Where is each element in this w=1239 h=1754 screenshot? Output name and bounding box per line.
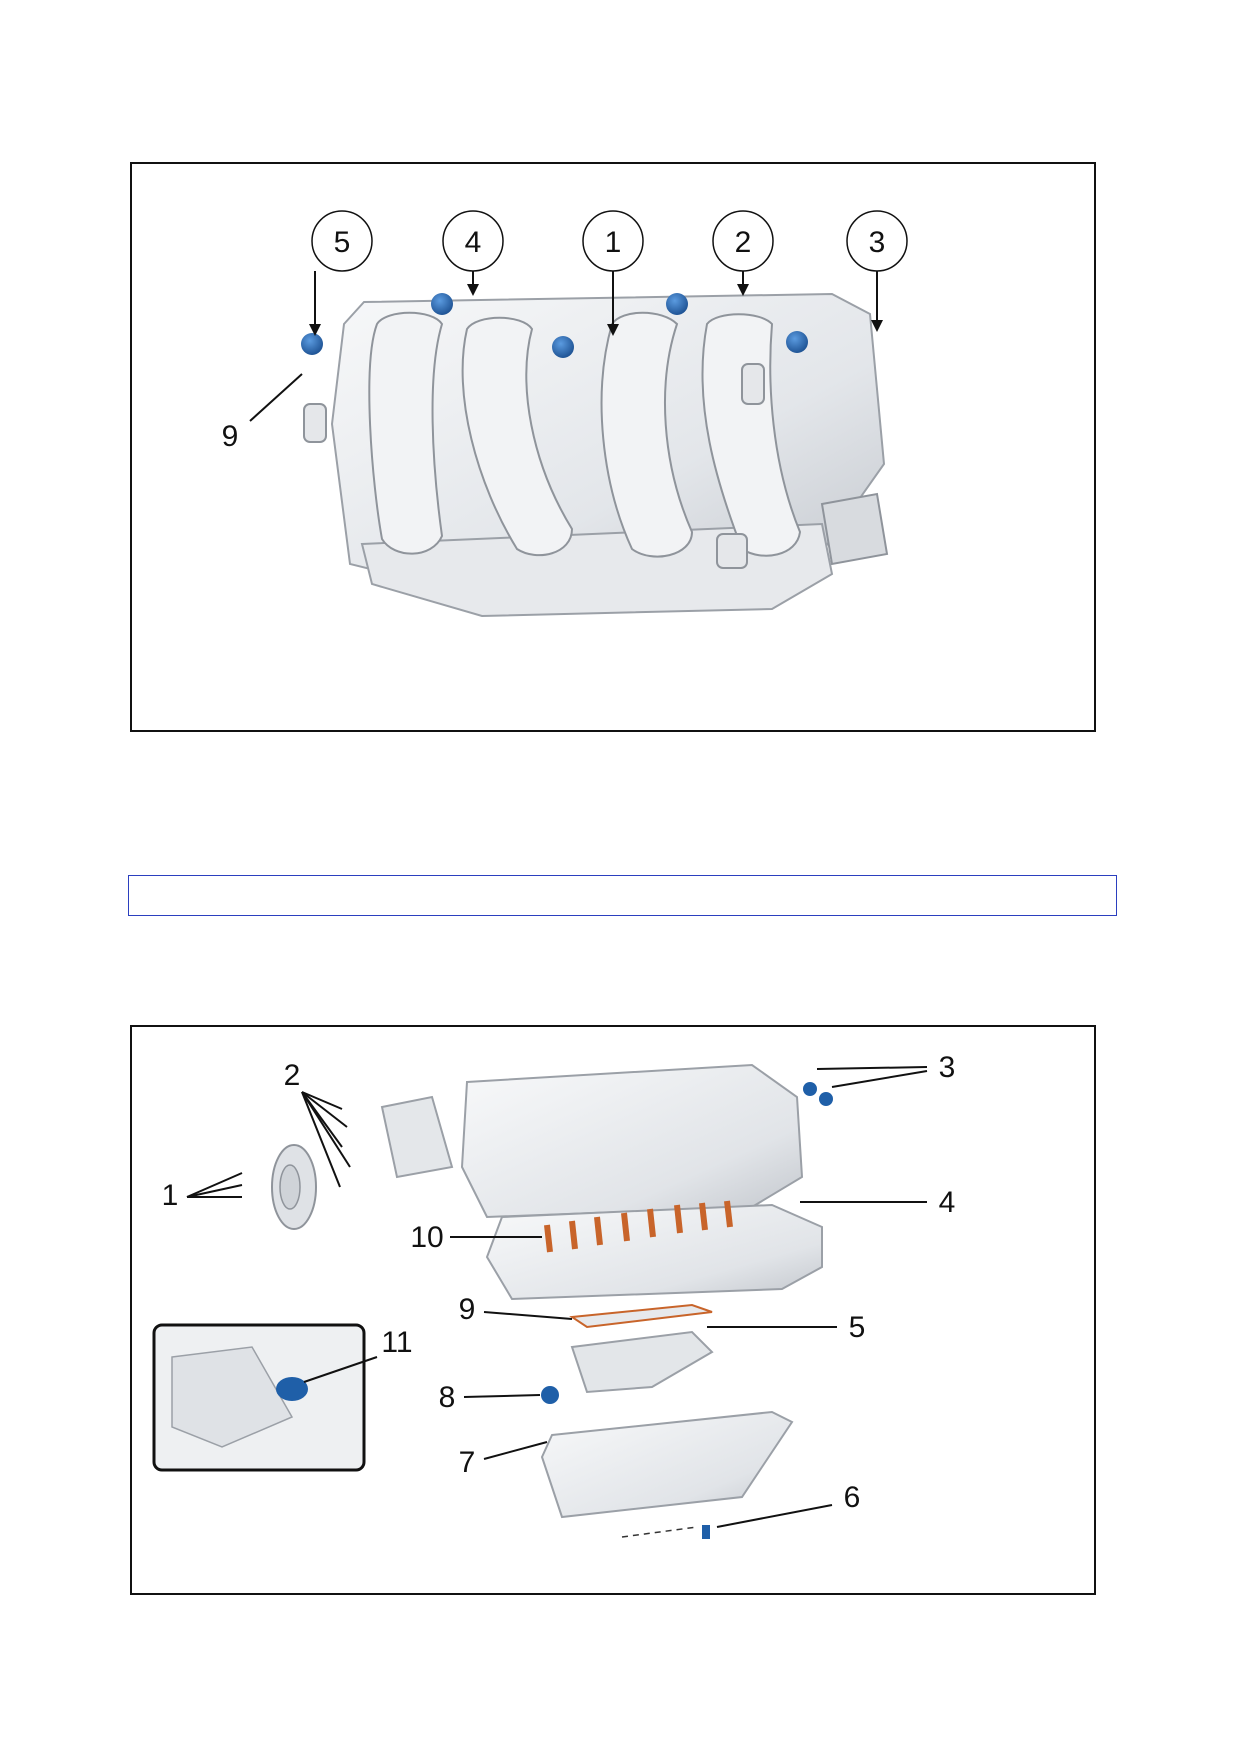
oil-pump (570, 1330, 714, 1394)
svg-text:5: 5 (849, 1311, 866, 1344)
callout-2: 2 (712, 210, 774, 296)
callout-7: 7 (459, 1441, 548, 1479)
lower-crankcase (485, 1203, 823, 1301)
callout-4: 4 (800, 1186, 955, 1219)
svg-text:2: 2 (284, 1059, 301, 1092)
bolt-11 (276, 1377, 308, 1401)
bolt-1 (552, 336, 574, 358)
svg-text:1: 1 (605, 226, 622, 259)
note-bar (128, 875, 1117, 916)
callout-10: 10 (410, 1221, 542, 1254)
svg-text:3: 3 (939, 1051, 956, 1084)
svg-text:6: 6 (844, 1481, 861, 1514)
svg-text:8: 8 (439, 1381, 456, 1414)
svg-text:7: 7 (459, 1446, 476, 1479)
callout-1: 1 (162, 1172, 243, 1212)
bolt-2 (666, 293, 688, 315)
svg-text:9: 9 (459, 1293, 476, 1326)
svg-text:11: 11 (381, 1326, 412, 1359)
bolt-4 (431, 293, 453, 315)
cylinder-block (460, 1063, 804, 1219)
callout-9: 9 (459, 1293, 573, 1326)
engine-block-exploded-figure: 1 2 3 4 10 9 (130, 1025, 1096, 1595)
callout-5: 5 (309, 210, 373, 336)
callout-11: 11 (303, 1326, 413, 1383)
svg-text:3: 3 (869, 226, 886, 259)
svg-text:10: 10 (410, 1221, 443, 1254)
svg-text:9: 9 (222, 420, 239, 453)
inset-detail (152, 1323, 366, 1472)
intake-manifold-figure: 5 4 1 2 3 9 (130, 162, 1096, 732)
intake-manifold-illustration: 5 4 1 2 3 9 (222, 210, 908, 618)
bolt-3 (786, 331, 808, 353)
intake-manifold-body (303, 292, 889, 618)
callout-9: 9 (222, 373, 303, 453)
callout-8: 8 (439, 1381, 541, 1414)
callout-6: 6 (716, 1481, 861, 1528)
svg-text:5: 5 (334, 226, 351, 259)
svg-text:4: 4 (939, 1186, 956, 1219)
stud-bolts-10 (544, 1200, 733, 1253)
svg-text:2: 2 (735, 226, 752, 259)
callout-4: 4 (442, 210, 504, 296)
engine-block-exploded-illustration: 1 2 3 4 10 9 (152, 1051, 956, 1539)
callout-5: 5 (707, 1311, 865, 1344)
bolt-5 (301, 333, 323, 355)
callout-3: 3 (816, 1051, 956, 1088)
callout-3: 3 (846, 210, 908, 332)
svg-text:1: 1 (162, 1179, 179, 1212)
callout-2: 2 (284, 1059, 351, 1188)
timing-cover (380, 1095, 454, 1179)
gasket-9 (569, 1303, 713, 1329)
drain-plug-6 (702, 1525, 710, 1539)
callout-1: 1 (582, 210, 644, 336)
svg-text:4: 4 (465, 226, 482, 259)
bolt-8 (541, 1386, 559, 1404)
oil-pan (540, 1410, 794, 1519)
